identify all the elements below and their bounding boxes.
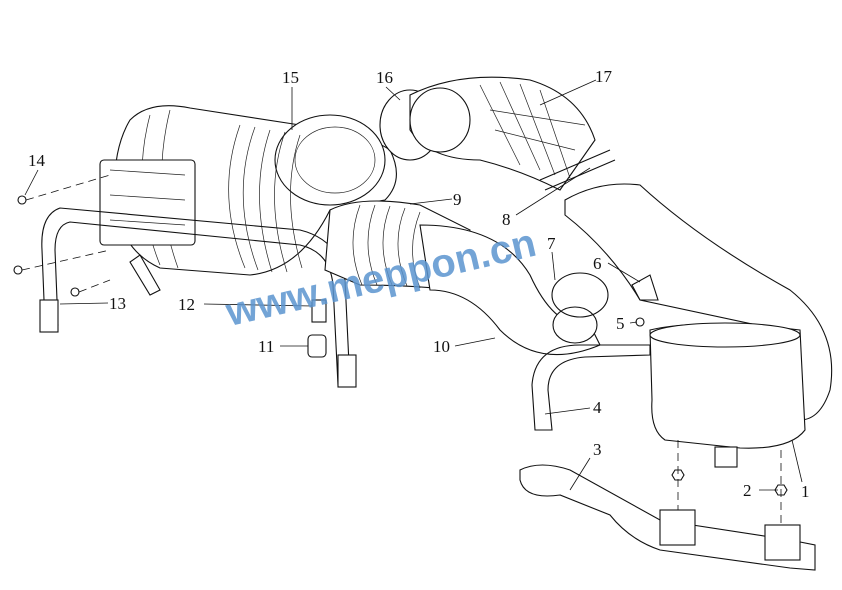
bolts-14 [13, 174, 111, 297]
callouts: 1 2 3 4 5 6 7 8 9 10 11 12 13 14 15 16 1… [28, 67, 810, 501]
callout-15: 15 [282, 68, 299, 87]
callout-14: 14 [28, 151, 46, 170]
clamp-ring-7 [551, 272, 609, 318]
callout-6: 6 [593, 254, 602, 273]
valve-11 [307, 334, 327, 358]
bracket-13 [39, 207, 357, 388]
leader-lines [24, 79, 803, 491]
bracket-4 [531, 344, 651, 431]
callout-16: 16 [376, 68, 393, 87]
bracket-3 [519, 464, 816, 571]
air-cleaner-assembly [99, 105, 397, 296]
callout-5: 5 [616, 314, 625, 333]
precleaner-housing-1 [564, 183, 833, 468]
callout-1: 1 [801, 482, 810, 501]
clip-6 [631, 274, 659, 301]
callout-9: 9 [453, 190, 462, 209]
callout-10: 10 [433, 337, 450, 356]
callout-7: 7 [547, 234, 556, 253]
callout-8: 8 [502, 210, 511, 229]
inlet-hood-17 [409, 76, 596, 191]
callout-4: 4 [593, 398, 602, 417]
seal-strip-8 [539, 149, 616, 191]
callout-12: 12 [178, 295, 195, 314]
callout-3: 3 [593, 440, 602, 459]
fitting-12 [311, 299, 327, 323]
callout-11: 11 [258, 337, 274, 356]
nut-5 [635, 317, 645, 327]
callout-17: 17 [595, 67, 613, 86]
callout-13: 13 [109, 294, 126, 313]
callout-2: 2 [743, 481, 752, 500]
